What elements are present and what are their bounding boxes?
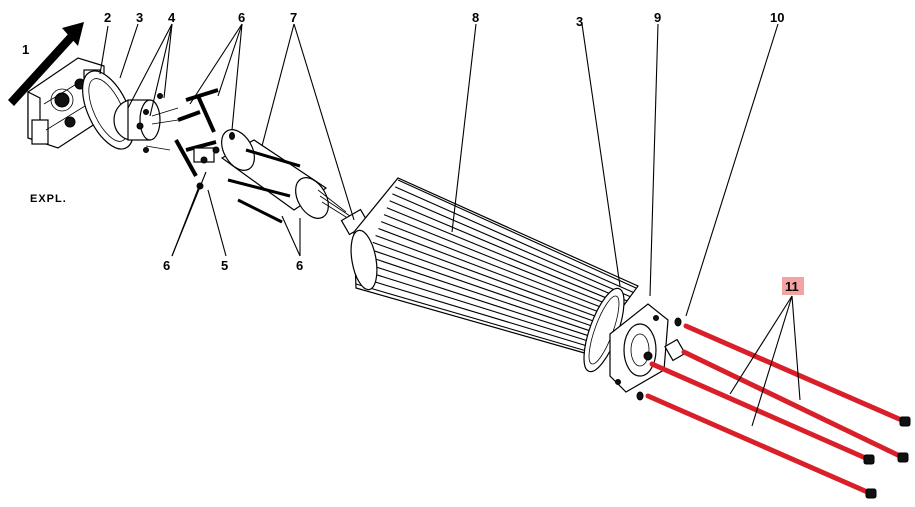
end-plate	[609, 303, 686, 393]
callout-9: 9	[654, 10, 661, 25]
callout-1: 1	[22, 42, 29, 57]
expl-label: EXPL.	[30, 193, 67, 205]
tie-rods	[645, 323, 911, 499]
housing-fin	[367, 255, 603, 336]
callout-7: 7	[290, 10, 297, 25]
housing-fin	[378, 228, 615, 319]
fastener-washers	[229, 132, 682, 401]
housing-fin	[381, 221, 618, 315]
housing-fin	[389, 200, 628, 302]
callout-5: 5	[221, 258, 228, 273]
direction-arrow	[8, 22, 84, 106]
callout-11-highlight	[782, 277, 804, 295]
housing-fin	[392, 193, 631, 298]
motor-flange	[113, 93, 179, 153]
housing-fin	[372, 241, 609, 327]
callout-6-top: 6	[238, 10, 245, 25]
housing-fin	[375, 234, 612, 323]
housing-fin	[397, 179, 637, 289]
housing-fin	[386, 207, 624, 306]
callout-3-left: 3	[136, 10, 143, 25]
leader-lines	[99, 23, 801, 427]
callout-8: 8	[472, 10, 479, 25]
housing-fin	[383, 214, 621, 310]
callout-4: 4	[168, 10, 176, 25]
callout-3-right: 3	[576, 14, 583, 29]
housing-fin	[361, 269, 597, 344]
housing-fin	[358, 276, 594, 349]
motor-cylinder	[220, 129, 355, 224]
housing-fin	[364, 262, 600, 340]
housing-fin	[394, 186, 634, 293]
callout-labels: 1 2 3 4 6 7 8 3 9 10 11 6 5 6 EXPL.	[22, 10, 799, 294]
callout-6-bottom-left: 6	[163, 258, 170, 273]
housing-fin	[369, 248, 606, 332]
callout-2: 2	[104, 10, 111, 25]
housing-fin	[355, 283, 591, 353]
callout-6-bottom-right: 6	[296, 258, 303, 273]
rotor-spider	[174, 88, 236, 190]
callout-10: 10	[770, 10, 784, 25]
callout-11: 11	[785, 279, 799, 294]
